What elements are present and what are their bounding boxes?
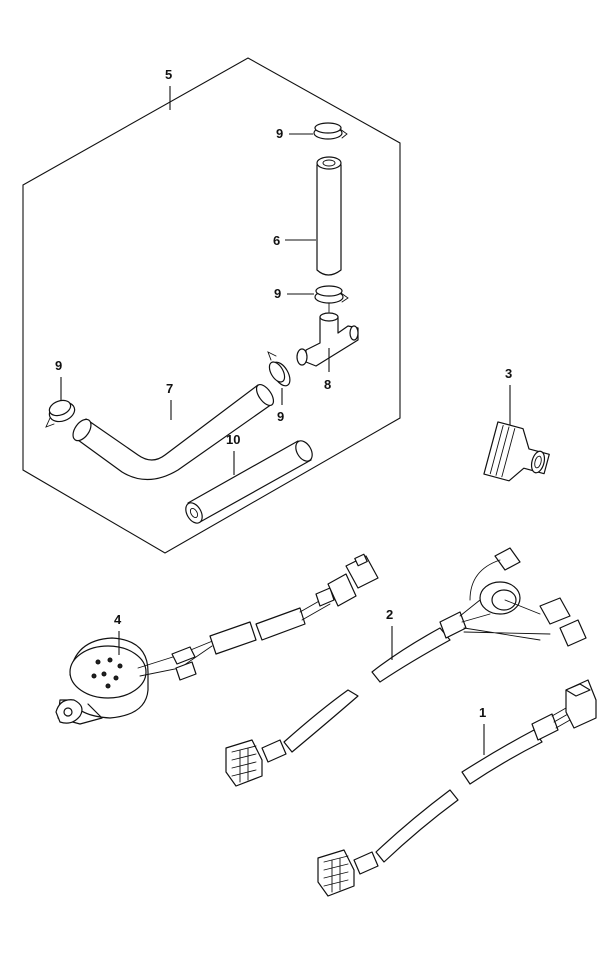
fitting-3 bbox=[483, 421, 550, 482]
callout-6[interactable]: 6 bbox=[273, 233, 316, 248]
callout-5[interactable]: 5 bbox=[165, 67, 172, 110]
bent-hose-7 bbox=[72, 383, 275, 481]
callout-9-lower-right[interactable]: 9 bbox=[277, 388, 284, 424]
svg-text:10: 10 bbox=[226, 432, 240, 447]
callout-9-top[interactable]: 9 bbox=[276, 126, 313, 141]
callout-1[interactable]: 1 bbox=[479, 705, 486, 755]
svg-text:7: 7 bbox=[166, 381, 173, 396]
svg-text:3: 3 bbox=[505, 366, 512, 381]
callout-8[interactable]: 8 bbox=[324, 348, 331, 392]
callout-3[interactable]: 3 bbox=[505, 366, 512, 425]
hose-clip-left bbox=[45, 399, 76, 428]
svg-text:5: 5 bbox=[165, 67, 172, 82]
svg-text:4: 4 bbox=[114, 612, 122, 627]
kit-outline-5 bbox=[22, 57, 401, 554]
callout-4[interactable]: 4 bbox=[114, 612, 122, 655]
callout-10[interactable]: 10 bbox=[226, 432, 240, 475]
callout-9-left[interactable]: 9 bbox=[55, 358, 62, 400]
hose-clip-lower-right bbox=[267, 351, 291, 387]
svg-text:9: 9 bbox=[276, 126, 283, 141]
harness-1 bbox=[317, 679, 597, 897]
harness-2 bbox=[225, 547, 587, 787]
svg-text:9: 9 bbox=[277, 409, 284, 424]
sensor-4 bbox=[55, 553, 379, 725]
t-joint-8 bbox=[296, 312, 359, 367]
svg-text:9: 9 bbox=[55, 358, 62, 373]
callout-9-middle[interactable]: 9 bbox=[274, 286, 314, 301]
hose-6 bbox=[316, 156, 342, 276]
hose-clip-middle bbox=[314, 285, 349, 304]
svg-text:9: 9 bbox=[274, 286, 281, 301]
svg-text:2: 2 bbox=[386, 607, 393, 622]
svg-text:1: 1 bbox=[479, 705, 486, 720]
svg-text:8: 8 bbox=[324, 377, 331, 392]
hose-clip-top bbox=[313, 122, 348, 140]
svg-text:6: 6 bbox=[273, 233, 280, 248]
callout-7[interactable]: 7 bbox=[166, 381, 173, 420]
hose-10 bbox=[185, 440, 313, 524]
callout-2[interactable]: 2 bbox=[386, 607, 393, 660]
